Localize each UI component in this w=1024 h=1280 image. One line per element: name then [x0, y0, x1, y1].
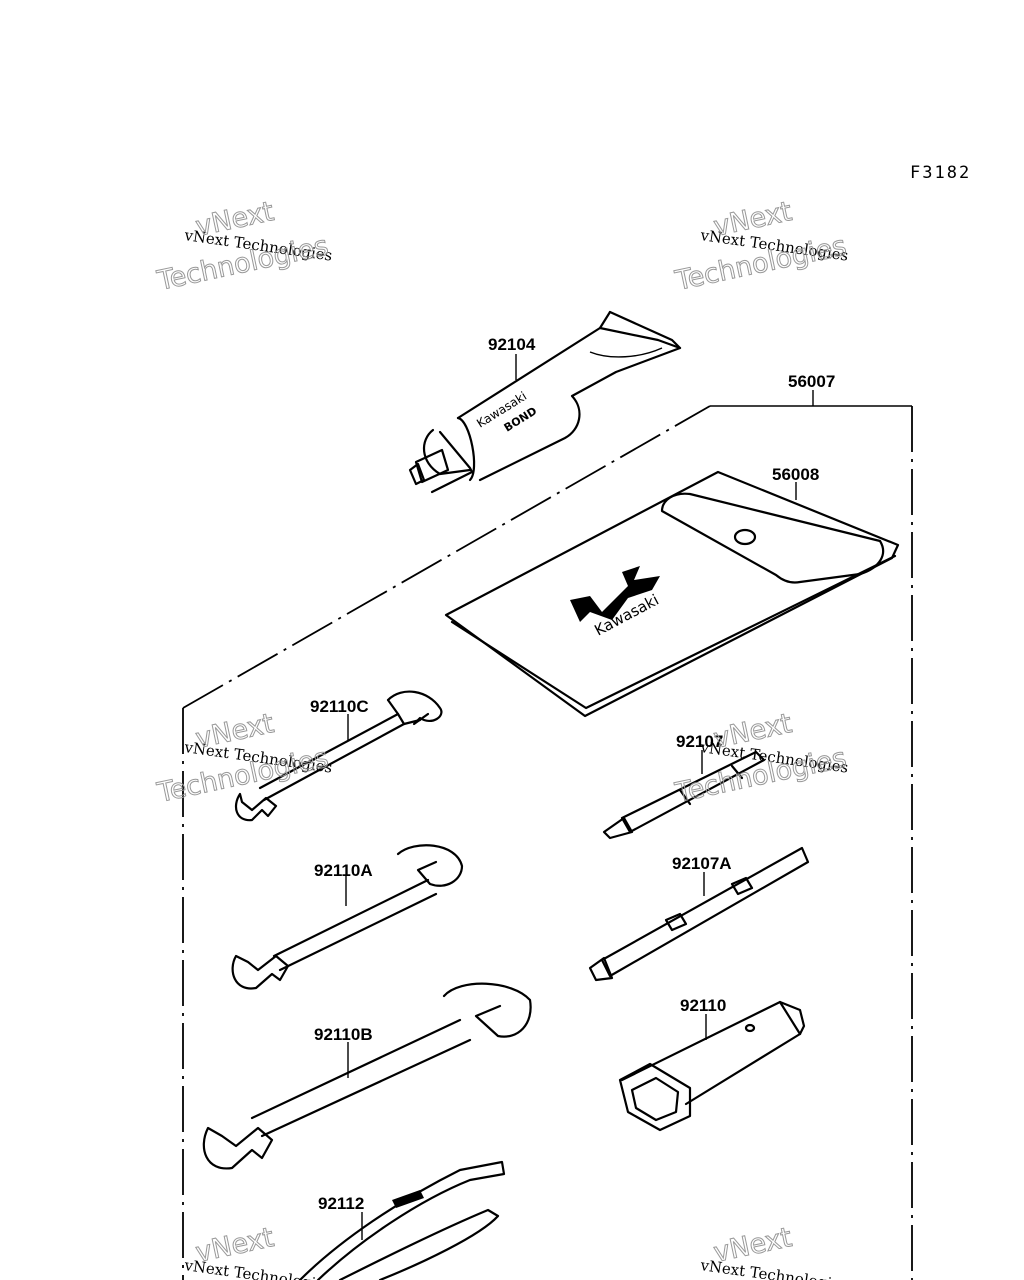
label-92110a: 92110A [314, 861, 373, 880]
label-56008: 56008 [772, 465, 819, 484]
wrench-large [202, 982, 532, 1170]
svg-text:vNext: vNext [193, 1222, 277, 1269]
sealant-tube: Kawasaki BOND [408, 310, 682, 494]
label-92107a: 92107A [672, 854, 732, 873]
wrench-medium [231, 844, 464, 990]
kit-outline [182, 390, 913, 1280]
pliers [298, 1160, 506, 1280]
label-92112: 92112 [318, 1194, 364, 1213]
label-92110b: 92110B [314, 1025, 373, 1044]
label-92110: 92110 [680, 996, 726, 1015]
screwdriver-combo [588, 846, 810, 982]
label-92104: 92104 [488, 335, 536, 354]
box-wrench [618, 1000, 806, 1132]
watermark-mid-left: vNext Technologies vNext Technologies [154, 708, 334, 810]
label-56007: 56007 [788, 372, 835, 391]
watermark-top-right: vNext Technologies vNext Technologies [672, 196, 850, 298]
svg-text:vNext: vNext [711, 1222, 795, 1269]
wrench-small [234, 690, 443, 822]
watermark-top-left: vNext Technologies vNext Technologies [154, 196, 334, 298]
watermark-mid-right: vNext Technologies vNext Technologies [672, 708, 850, 810]
watermark-bottom-right: vNext Technologies vNext [698, 1222, 849, 1280]
label-92107: 92107 [676, 732, 723, 751]
screwdriver-phillips [602, 750, 766, 840]
watermark-bottom-left: vNext Technologies vNext [182, 1222, 333, 1280]
tool-bag: Kawasaki [444, 470, 900, 718]
kawasaki-logo-icon [570, 566, 660, 622]
figure-code: F3182 [910, 163, 971, 183]
label-92110c: 92110C [310, 697, 369, 716]
